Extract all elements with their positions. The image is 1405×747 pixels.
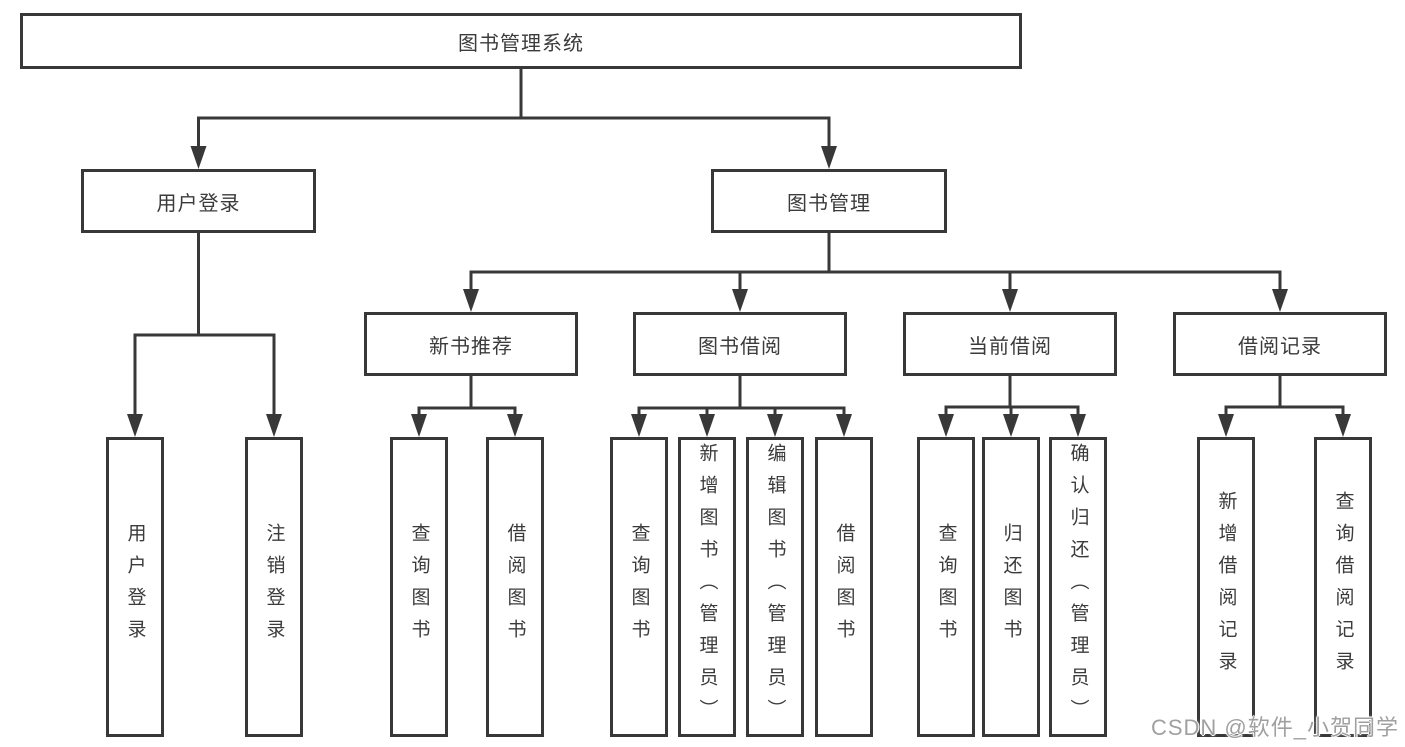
- node-label-leaf-query-rec: 查询借阅记录: [1332, 491, 1354, 683]
- arrowhead-leaf-query-1: [411, 414, 427, 437]
- arrowhead-user-login: [190, 146, 207, 169]
- arrowhead-leaf-return: [1003, 414, 1019, 437]
- node-borrow-record: 借阅记录: [1173, 312, 1387, 376]
- node-leaf-user-login: 用户登录: [106, 437, 164, 737]
- edge-book-mgmt-new-book-rec: [469, 233, 831, 294]
- node-label-leaf-query-3: 查询图书: [935, 523, 957, 651]
- edge-book-borrow-leaf-add-book: [705, 376, 742, 419]
- arrowhead-leaf-query-rec: [1335, 414, 1351, 437]
- node-label-leaf-edit-book: 编辑图书（管理员）: [764, 443, 786, 731]
- node-label-user-login: 用户登录: [156, 192, 241, 215]
- node-leaf-edit-book: 编辑图书（管理员）: [746, 437, 804, 737]
- node-label-leaf-borrow-2: 借阅图书: [833, 523, 855, 651]
- arrowhead-leaf-borrow-2: [836, 414, 852, 437]
- node-book-borrow: 图书借阅: [633, 312, 847, 376]
- edge-new-book-rec-leaf-borrow-1: [469, 376, 517, 419]
- edge-borrow-record-leaf-add-rec: [1224, 376, 1282, 419]
- arrowhead-leaf-borrow-1: [507, 414, 523, 437]
- edge-book-mgmt-borrow-record: [827, 233, 1282, 294]
- node-label-leaf-logout: 注销登录: [263, 523, 285, 651]
- arrowhead-leaf-logout: [266, 414, 282, 437]
- arrowhead-leaf-query-3: [938, 414, 954, 437]
- node-leaf-add-book: 新增图书（管理员）: [678, 437, 736, 737]
- node-leaf-borrow-2: 借阅图书: [815, 437, 873, 737]
- node-label-borrow-record: 借阅记录: [1238, 335, 1322, 358]
- node-leaf-query-1: 查询图书: [390, 437, 448, 737]
- edge-new-book-rec-leaf-query-1: [417, 376, 473, 419]
- node-leaf-borrow-1: 借阅图书: [486, 437, 544, 737]
- node-label-leaf-user-login: 用户登录: [124, 523, 146, 651]
- node-label-leaf-return: 归还图书: [1000, 523, 1022, 651]
- node-label-leaf-add-rec: 新增借阅记录: [1215, 491, 1237, 683]
- edge-borrow-record-leaf-query-rec: [1278, 376, 1345, 419]
- node-label-current-borrow: 当前借阅: [968, 335, 1052, 358]
- edge-book-mgmt-current-borrow: [827, 233, 1012, 294]
- edge-current-borrow-leaf-confirm: [1008, 376, 1080, 419]
- edge-root-book-mgmt: [519, 69, 831, 151]
- watermark: CSDN @软件_小贺同学: [1150, 715, 1399, 740]
- node-leaf-return: 归还图书: [982, 437, 1040, 737]
- edge-book-borrow-leaf-borrow-2: [738, 376, 846, 419]
- node-label-root: 图书管理系统: [458, 32, 584, 55]
- node-label-book-borrow: 图书借阅: [698, 335, 782, 358]
- node-leaf-confirm: 确认归还（管理员）: [1049, 437, 1107, 737]
- arrowhead-leaf-confirm: [1070, 414, 1086, 437]
- node-current-borrow: 当前借阅: [903, 312, 1117, 376]
- node-new-book-rec: 新书推荐: [364, 312, 578, 376]
- node-leaf-add-rec: 新增借阅记录: [1197, 437, 1255, 737]
- arrowhead-current-borrow: [1002, 289, 1018, 312]
- edge-book-borrow-leaf-query-2: [637, 376, 742, 419]
- node-label-leaf-query-2: 查询图书: [628, 523, 650, 651]
- node-label-leaf-confirm: 确认归还（管理员）: [1067, 443, 1089, 731]
- edge-root-user-login: [197, 69, 523, 151]
- node-label-leaf-add-book: 新增图书（管理员）: [696, 443, 718, 731]
- edge-current-borrow-leaf-query-3: [944, 376, 1012, 419]
- node-book-mgmt: 图书管理: [711, 169, 947, 233]
- edge-book-mgmt-book-borrow: [738, 233, 831, 294]
- arrowhead-leaf-add-rec: [1218, 414, 1234, 437]
- arrowhead-leaf-user-login: [127, 414, 143, 437]
- arrowhead-borrow-record: [1272, 289, 1288, 312]
- node-user-login: 用户登录: [81, 169, 316, 233]
- arrowhead-leaf-add-book: [699, 414, 715, 437]
- edge-book-borrow-leaf-edit-book: [738, 376, 777, 419]
- node-leaf-query-rec: 查询借阅记录: [1314, 437, 1372, 737]
- edge-user-login-leaf-user-login: [133, 233, 200, 419]
- node-label-leaf-borrow-1: 借阅图书: [504, 523, 526, 651]
- arrowhead-new-book-rec: [463, 289, 479, 312]
- node-label-leaf-query-1: 查询图书: [408, 523, 430, 651]
- arrowhead-leaf-query-2: [631, 414, 647, 437]
- node-label-new-book-rec: 新书推荐: [429, 335, 513, 358]
- node-leaf-query-3: 查询图书: [917, 437, 975, 737]
- arrowhead-leaf-edit-book: [767, 414, 783, 437]
- arrowhead-book-mgmt: [821, 146, 837, 169]
- edge-user-login-leaf-logout: [197, 233, 276, 419]
- node-root: 图书管理系统: [20, 13, 1022, 69]
- node-leaf-logout: 注销登录: [245, 437, 303, 737]
- node-label-book-mgmt: 图书管理: [787, 192, 871, 215]
- node-leaf-query-2: 查询图书: [610, 437, 668, 737]
- arrowhead-book-borrow: [732, 289, 748, 312]
